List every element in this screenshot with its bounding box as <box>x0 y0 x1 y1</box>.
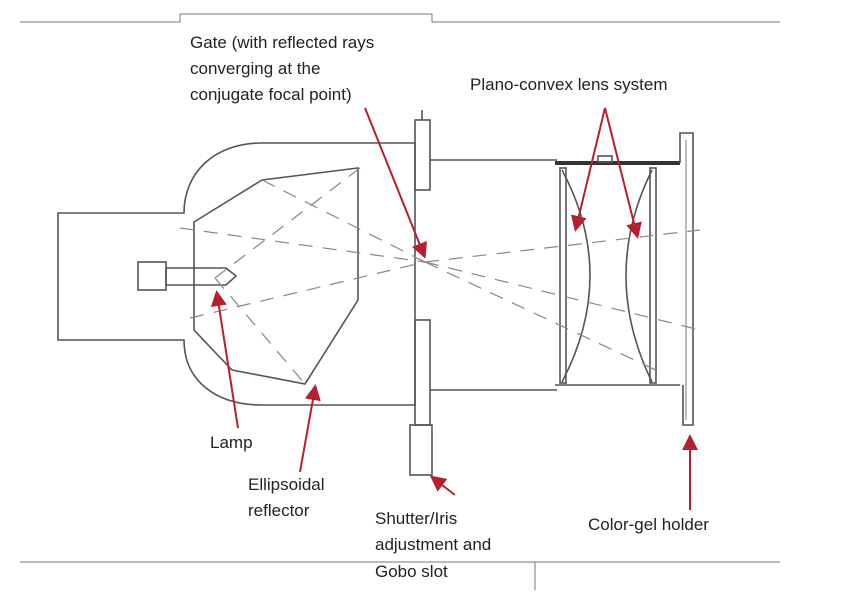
shutter-label-line2: adjustment and <box>375 535 491 554</box>
shutter-label-line3: Gobo slot <box>375 562 448 581</box>
color-gel-holder <box>679 132 694 426</box>
gate-label-line3: conjugate focal point) <box>190 85 352 104</box>
lens-label: Plano-convex lens system <box>470 75 667 94</box>
lamp-label: Lamp <box>210 433 253 452</box>
lamp <box>165 267 238 286</box>
bottom-frame-line <box>20 561 780 590</box>
gel-label: Color-gel holder <box>588 515 709 534</box>
shutter-handle <box>409 424 433 476</box>
annotation-arrows <box>210 107 698 510</box>
rear-housing <box>57 142 416 406</box>
lamp-base <box>137 261 167 291</box>
light-rays <box>179 167 701 385</box>
reflector-label-line1: Ellipsoidal <box>248 475 325 494</box>
barrel <box>430 159 557 391</box>
gate-label-line1: Gate (with reflected rays <box>190 33 374 52</box>
shutter-label-line1: Shutter/Iris <box>375 509 457 528</box>
gate-lower <box>414 319 431 426</box>
reflector-label-line2: reflector <box>248 501 310 520</box>
top-frame-line <box>20 13 780 23</box>
gate-upper <box>414 119 431 191</box>
reflector <box>193 167 359 385</box>
lens-2 <box>625 169 653 383</box>
lens-1 <box>561 169 591 383</box>
gate-label-line2: converging at the <box>190 59 320 78</box>
